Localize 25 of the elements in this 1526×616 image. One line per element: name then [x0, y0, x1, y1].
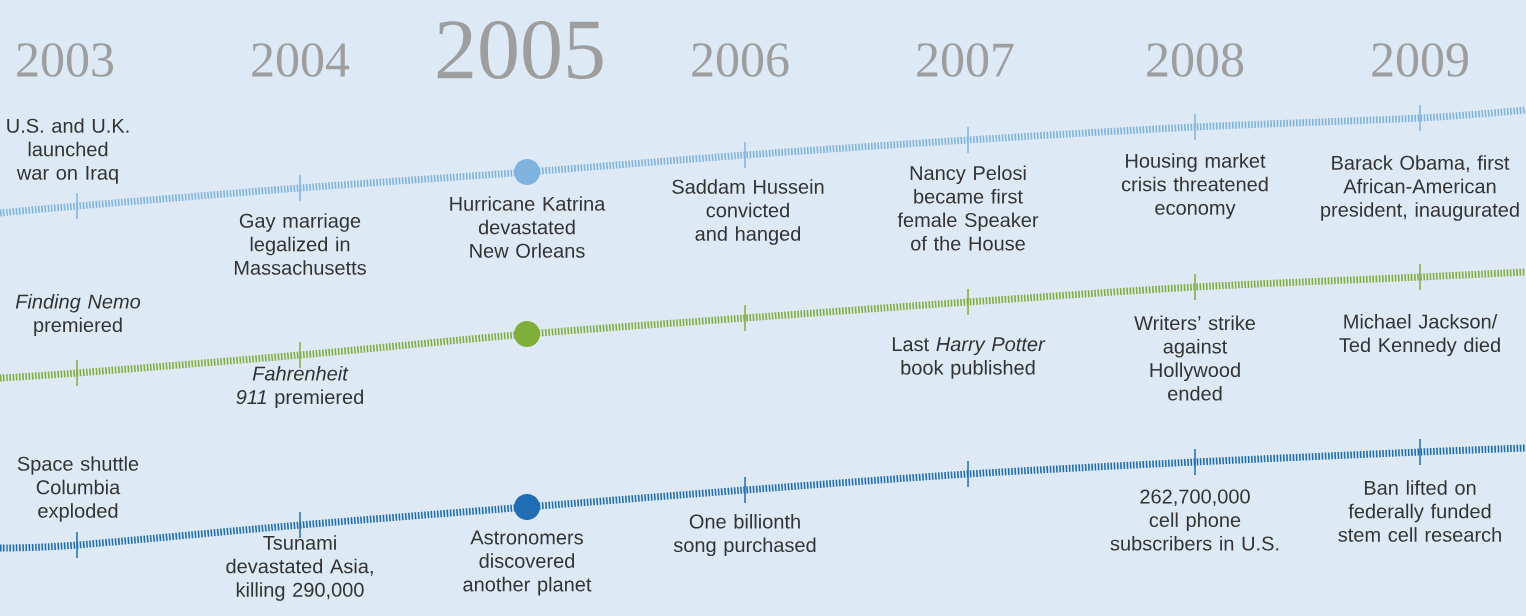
event-text: Last Harry Potter book published — [892, 337, 1046, 379]
event-text: Gay marriage legalized in Massachusetts — [234, 213, 366, 275]
event-text: Housing market crisis threatened economy — [1121, 153, 1268, 219]
event-text: Barack Obama, first African-American president, inaugurated — [1321, 155, 1519, 221]
year-label: 2007 — [917, 43, 1014, 77]
year-label: 2003 — [17, 43, 114, 77]
event-text: Finding Nemo premiered — [15, 293, 141, 337]
event-text: 262,700,000 cell phone subscribers in U.S. — [1110, 489, 1279, 551]
event-text: U.S. and U.K. launched war on Iraq — [7, 118, 129, 184]
event-text: Tsunami devastated Asia, killing 290,000 — [226, 535, 373, 601]
year-label: 2004 — [252, 43, 350, 77]
year-label: 2005 — [437, 21, 603, 80]
event-text: Astronomers discovered another planet — [463, 530, 592, 596]
event-text: Writers’ strike against Hollywood ended — [1134, 315, 1256, 401]
year-label: 2008 — [1147, 43, 1244, 77]
event-text: Saddam Hussein convicted and hanged — [672, 179, 824, 245]
event-text: Hurricane Katrina devastated New Orleans — [450, 196, 606, 258]
event-text: Ban lifted on federally funded stem cell research — [1338, 480, 1501, 542]
event-text: Fahrenheit 911 premiered — [236, 365, 363, 409]
year-label: 2006 — [692, 43, 789, 77]
event-text: Michael Jackson/ Ted Kennedy died — [1339, 313, 1500, 357]
event-text: Nancy Pelosi became first female Speaker of the House — [897, 165, 1039, 251]
year-label: 2009 — [1372, 43, 1468, 77]
event-text: One billionth song purchased — [673, 513, 816, 557]
event-text: Space shuttle Columbia exploded — [17, 456, 139, 522]
